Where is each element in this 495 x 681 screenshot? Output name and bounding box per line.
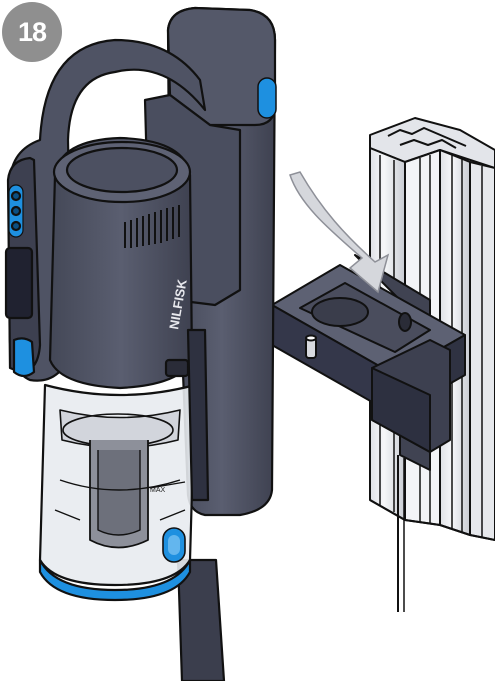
power-icon xyxy=(10,190,22,202)
step-number-badge: 18 xyxy=(2,2,62,62)
wall-bracket xyxy=(271,254,466,612)
vacuum-cleaner: NILFISK MAX xyxy=(4,6,277,681)
down-arrow-icon xyxy=(289,171,390,294)
max-fill-label: MAX xyxy=(150,487,166,494)
boost-icon xyxy=(10,220,22,232)
mode-icon xyxy=(10,205,22,217)
